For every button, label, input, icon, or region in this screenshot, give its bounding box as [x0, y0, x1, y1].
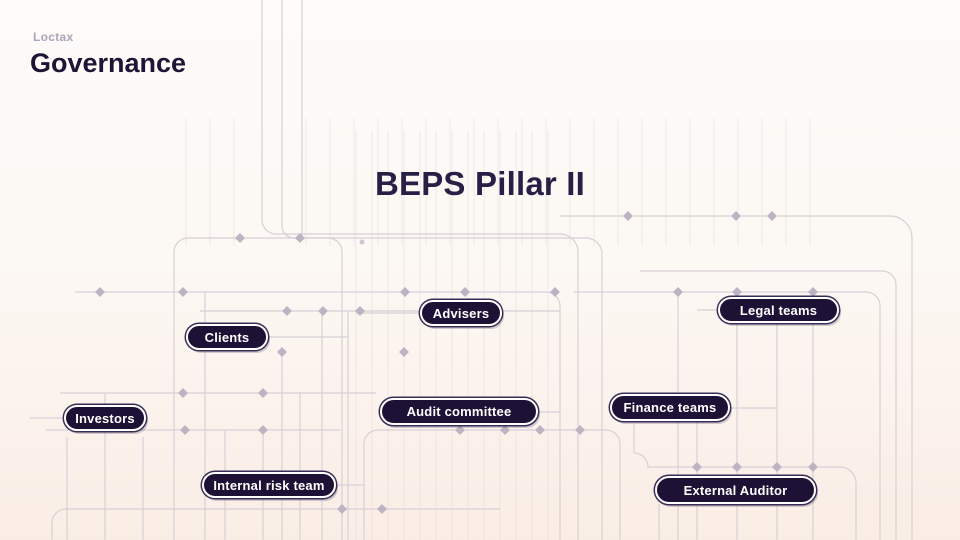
- node-legal-teams: Legal teams: [718, 297, 839, 323]
- node-internal-risk-team: Internal risk team: [202, 472, 336, 498]
- routed-traces: [30, 0, 913, 540]
- node-label: Internal risk team: [213, 477, 325, 493]
- junction-markers: [95, 211, 818, 514]
- node-finance-teams: Finance teams: [610, 394, 730, 421]
- node-clients: Clients: [186, 324, 268, 350]
- slide-heading: Governance: [30, 48, 187, 78]
- node-investors: Investors: [64, 405, 146, 431]
- node-label: Finance teams: [623, 400, 717, 415]
- node-label: External Auditor: [683, 482, 788, 498]
- pinstripes-upper: [185, 118, 811, 246]
- node-label: Advisers: [432, 305, 490, 321]
- brand-logo: Loctax: [33, 30, 74, 44]
- node-label: Investors: [75, 410, 135, 426]
- pinstripes-center: [355, 130, 549, 540]
- node-advisers: Advisers: [420, 300, 502, 326]
- node-label: Audit committee: [406, 404, 512, 419]
- diagram-title: BEPS Pillar II: [374, 165, 586, 202]
- node-label: Clients: [204, 329, 250, 345]
- node-audit-committee: Audit committee: [380, 398, 538, 425]
- node-label: Legal teams: [739, 302, 818, 318]
- node-external-auditor: External Auditor: [655, 476, 816, 504]
